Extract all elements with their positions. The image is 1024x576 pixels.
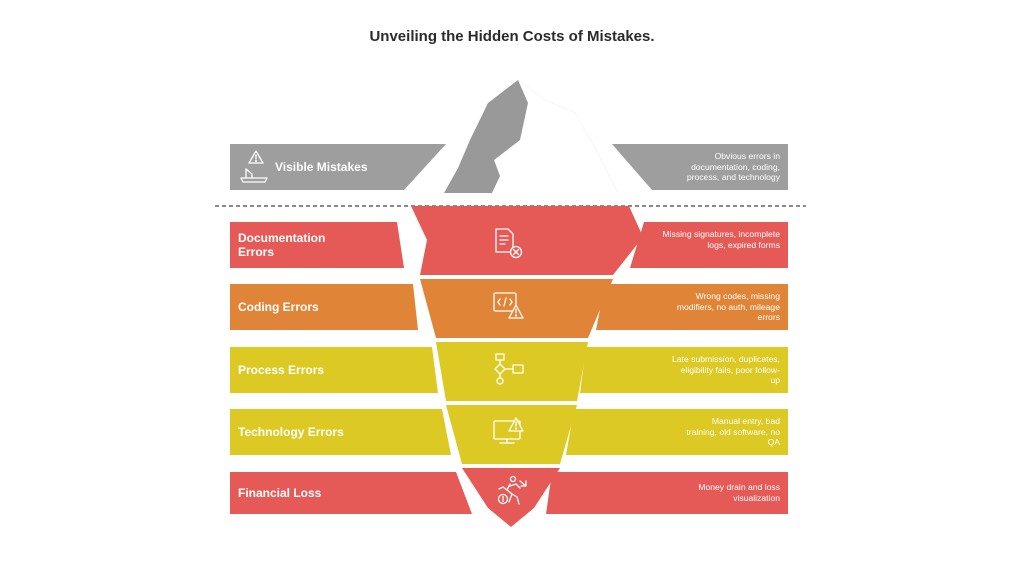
iceberg-section-technology (446, 405, 577, 464)
document-error-icon (495, 228, 523, 259)
band-right-visible-mistakes (612, 144, 788, 190)
band-right-coding-errors (596, 284, 788, 330)
band-desc-visible-mistakes: Obvious errors in documentation, coding,… (686, 151, 780, 182)
band-label-process-errors: Process Errors (238, 363, 325, 377)
band-desc-process-errors: Late submission, duplicates, eligibility… (672, 354, 780, 385)
iceberg-section-documentation (411, 206, 643, 275)
warning-ship-icon (240, 150, 268, 183)
band-label-financial-loss: Financial Loss (238, 486, 322, 500)
band-right-process-errors (580, 347, 788, 393)
iceberg-snow (492, 80, 618, 193)
band-desc-technology-errors: Manual entry, bad training, old software… (686, 416, 780, 447)
band-desc-coding-errors: Wrong codes, missing modifiers, no auth,… (676, 291, 780, 322)
code-warning-icon (493, 292, 524, 319)
band-right-technology-errors (566, 409, 788, 455)
money-loss-icon (497, 475, 527, 505)
band-desc-financial-loss: Money drain and loss visualization (698, 482, 780, 503)
flowchart-icon (494, 353, 524, 385)
band-label-technology-errors: Technology Errors (238, 425, 344, 439)
band-label-visible-mistakes: Visible Mistakes (275, 160, 368, 174)
band-right-financial-loss (546, 472, 788, 514)
band-left-financial-loss (230, 472, 472, 514)
band-left-documentation-errors (230, 222, 404, 268)
page-title: Unveiling the Hidden Costs of Mistakes. (369, 28, 655, 45)
band-label-documentation-errors: Documentation Errors (238, 231, 326, 259)
band-desc-documentation-errors: Missing signatures, incomplete logs, exp… (662, 229, 780, 250)
band-left-coding-errors (230, 284, 418, 330)
band-left-visible-mistakes (230, 144, 446, 190)
band-right-documentation-errors (630, 222, 788, 268)
monitor-warning-icon (493, 417, 524, 444)
band-left-process-errors (230, 347, 438, 393)
iceberg-section-process (436, 342, 588, 401)
band-label-coding-errors: Coding Errors (238, 300, 319, 314)
band-left-technology-errors (230, 409, 451, 455)
